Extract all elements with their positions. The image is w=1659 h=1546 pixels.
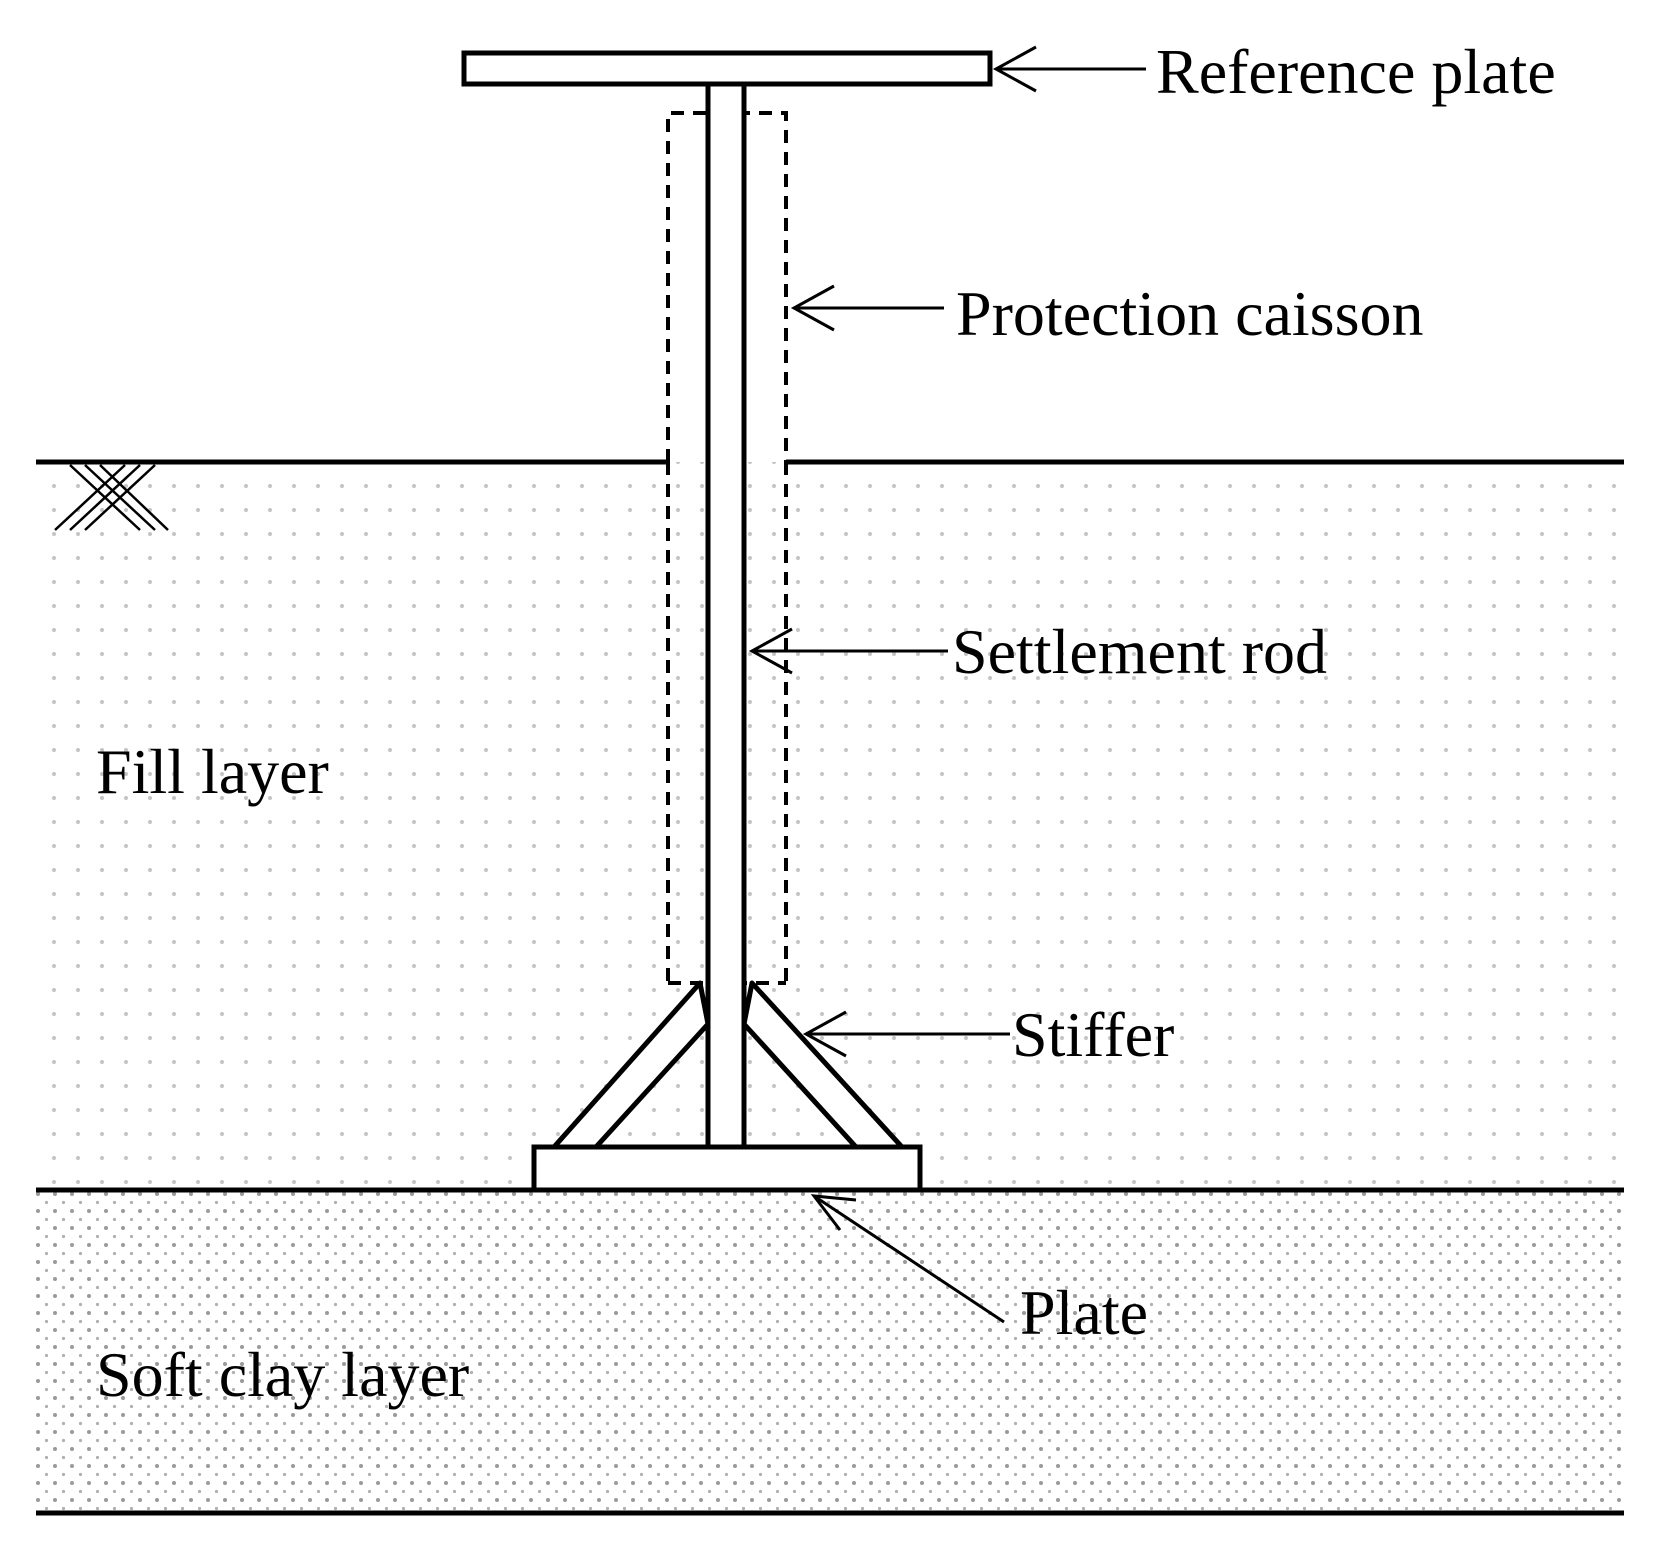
label-settlement-rod: Settlement rod xyxy=(952,616,1327,687)
arrow-settlement-rod xyxy=(748,627,948,675)
label-stiffer: Stiffer xyxy=(1012,999,1174,1070)
arrow-plate xyxy=(810,1194,1005,1324)
settlement-rod xyxy=(705,81,747,1150)
label-soft-clay-layer: Soft clay layer xyxy=(96,1339,469,1410)
soft-clay-layer-region xyxy=(36,1190,1624,1513)
ground-hatch-icon xyxy=(54,464,169,531)
arrow-stiffer xyxy=(802,1010,1010,1058)
label-plate: Plate xyxy=(1020,1277,1148,1348)
label-protection-caisson: Protection caisson xyxy=(956,278,1423,349)
base-plate xyxy=(531,1144,923,1193)
arrow-reference-plate xyxy=(992,45,1146,93)
label-fill-layer: Fill layer xyxy=(96,736,329,807)
label-reference-plate: Reference plate xyxy=(1156,36,1556,107)
arrow-protection-caisson xyxy=(790,284,944,332)
reference-plate xyxy=(461,50,993,87)
